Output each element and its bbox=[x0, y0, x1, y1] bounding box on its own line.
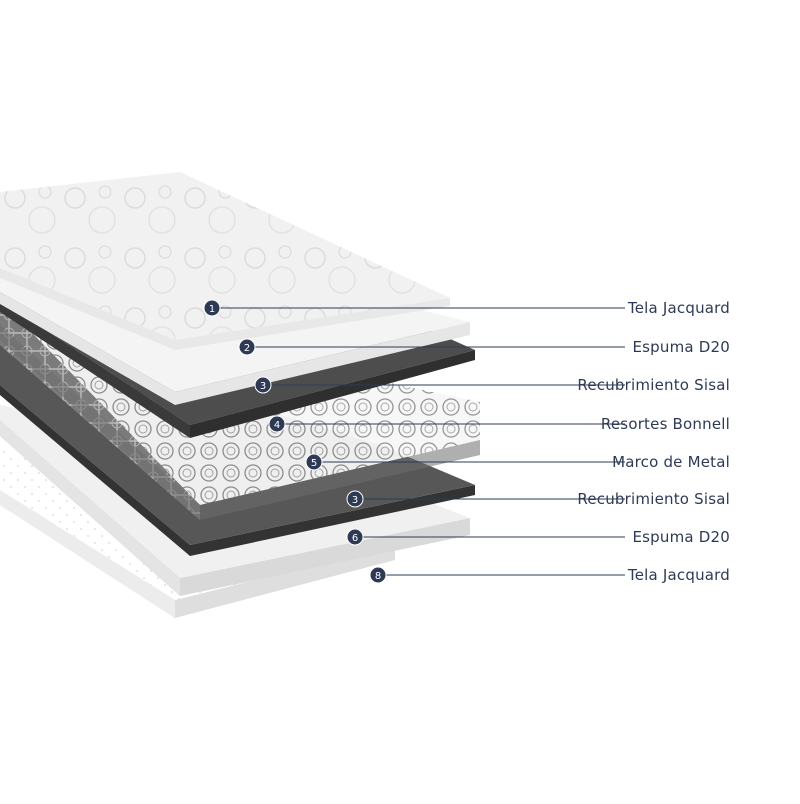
marker-circle bbox=[346, 490, 364, 508]
callout-marker-7: 6 bbox=[346, 528, 364, 546]
marker-circle bbox=[346, 528, 364, 546]
marker-circle bbox=[254, 376, 272, 394]
marker-number: 3 bbox=[260, 381, 266, 392]
callout-marker-4: 4 bbox=[268, 415, 286, 433]
layer-tela-jacquard-top bbox=[0, 172, 450, 350]
marker-number: 2 bbox=[244, 343, 250, 354]
marker-number: 1 bbox=[209, 304, 215, 315]
marker-circle bbox=[305, 453, 323, 471]
callout-marker-6: 3 bbox=[346, 490, 364, 508]
marker-circle bbox=[369, 566, 387, 584]
marker-number: 4 bbox=[274, 420, 280, 431]
callout-label-tela-jacquard-top: Tela Jacquard bbox=[627, 299, 730, 317]
callout-marker-3: 3 bbox=[254, 376, 272, 394]
callout-marker-2: 2 bbox=[238, 338, 256, 356]
callout-leader-lines bbox=[212, 307, 625, 576]
marker-number: 8 bbox=[375, 571, 381, 582]
callout-marker-5: 5 bbox=[305, 453, 323, 471]
marker-number: 5 bbox=[311, 458, 317, 469]
callout-label-resortes-bonnell: Resortes Bonnell bbox=[600, 415, 730, 433]
callout-label-espuma-d20-top: Espuma D20 bbox=[632, 338, 730, 356]
marker-circle bbox=[268, 415, 286, 433]
callout-label-espuma-d20-bottom: Espuma D20 bbox=[632, 528, 730, 546]
marker-number: 6 bbox=[352, 533, 358, 544]
marker-number: 3 bbox=[352, 495, 358, 506]
callout-label-recubrimiento-sisal-bottom: Recubrimiento Sisal bbox=[577, 490, 730, 508]
callout-marker-1: 1 bbox=[203, 299, 221, 317]
callout-label-marco-de-metal: Marco de Metal bbox=[612, 453, 730, 471]
callout-marker-8: 8 bbox=[369, 566, 387, 584]
callout-markers: 1 2 3 4 5 3 6 8 bbox=[203, 299, 387, 584]
marker-circle bbox=[203, 299, 221, 317]
callout-label-recubrimiento-sisal-top: Recubrimiento Sisal bbox=[577, 376, 730, 394]
marker-circle bbox=[238, 338, 256, 356]
callout-label-tela-jacquard-bottom: Tela Jacquard bbox=[627, 566, 730, 584]
